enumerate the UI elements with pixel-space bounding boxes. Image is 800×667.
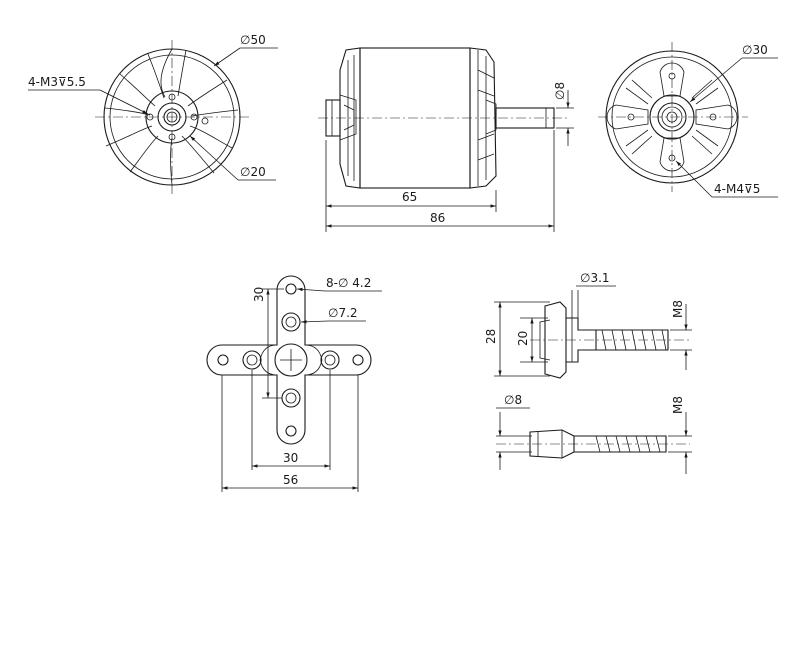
front-spokes <box>104 48 239 186</box>
svg-text:∅8: ∅8 <box>553 82 567 100</box>
side-view <box>318 47 568 189</box>
svg-text:∅50: ∅50 <box>240 33 266 47</box>
svg-text:∅20: ∅20 <box>240 165 266 179</box>
front-inner-diameter-label: ∅20 <box>189 135 276 181</box>
front-view <box>95 40 250 195</box>
mount-dims: 30 30 56 8-∅ 4.2 ∅7.2 <box>221 276 382 492</box>
cross-mount <box>206 275 372 445</box>
svg-text:M8: M8 <box>671 396 685 414</box>
svg-text:20: 20 <box>516 331 530 346</box>
svg-text:86: 86 <box>430 211 445 225</box>
adapter1-dims: 28 20 ∅3.1 M8 <box>484 271 692 377</box>
svg-text:M8: M8 <box>671 300 685 318</box>
length-65-dim: 65 <box>325 140 497 232</box>
front-bolt-label: 4-M3⊽5.5 <box>28 75 149 115</box>
svg-text:∅3.1: ∅3.1 <box>580 271 610 285</box>
svg-text:4-M4⊽5: 4-M4⊽5 <box>714 182 760 196</box>
shaft-diameter-dim: ∅8 <box>553 82 574 146</box>
adapter2-dims: ∅8 M8 <box>496 393 692 474</box>
svg-text:56: 56 <box>283 473 298 487</box>
svg-text:∅7.2: ∅7.2 <box>328 306 358 320</box>
prop-adapter-with-flange <box>530 301 690 379</box>
svg-text:30: 30 <box>283 451 298 465</box>
svg-text:8-∅ 4.2: 8-∅ 4.2 <box>326 276 371 290</box>
front-bolt-text: 4-M3⊽5.5 <box>28 75 86 89</box>
rear-view <box>598 42 748 192</box>
svg-text:30: 30 <box>252 287 266 302</box>
prop-adapter-collet <box>496 429 690 459</box>
svg-text:65: 65 <box>402 190 417 204</box>
rear-diameter-label: ∅30 <box>689 43 778 103</box>
front-outer-diameter-label: ∅50 <box>213 33 278 67</box>
svg-text:∅30: ∅30 <box>742 43 768 57</box>
length-86-dim: 86 <box>326 130 555 232</box>
svg-text:28: 28 <box>484 329 498 344</box>
rear-bolt-label: 4-M4⊽5 <box>675 160 778 198</box>
svg-text:∅8: ∅8 <box>504 393 522 407</box>
